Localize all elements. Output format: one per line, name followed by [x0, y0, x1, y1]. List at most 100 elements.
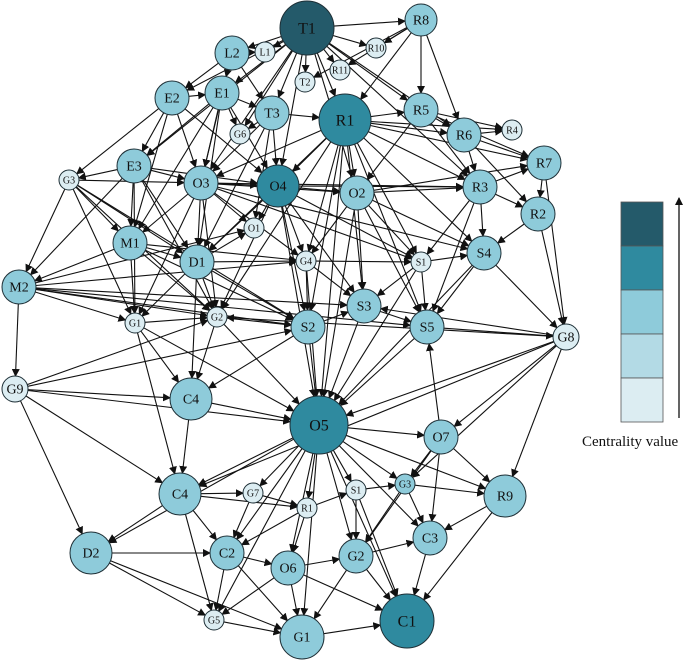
- node-label: S1: [416, 258, 427, 269]
- edge-O5-G5: [218, 450, 306, 613]
- edge-R1b-C2: [240, 512, 299, 546]
- node-label: T1: [298, 21, 316, 38]
- node-S2: S2: [290, 309, 326, 345]
- node-label: G1: [293, 631, 310, 646]
- edge-R2-S4: [496, 223, 525, 244]
- node-circle: [229, 123, 251, 145]
- edge-E3-G2a: [141, 180, 213, 310]
- edge-M2-G1: [35, 291, 127, 322]
- node-label: R10: [368, 44, 385, 55]
- node-R8: R8: [404, 3, 438, 37]
- edge-O5-C1: [330, 451, 397, 598]
- node-M2: M2: [1, 269, 37, 305]
- edge-O5-S1b: [332, 449, 352, 483]
- edge-E3-G3: [77, 169, 118, 181]
- node-circle: [296, 497, 318, 519]
- node-label: C2: [219, 547, 235, 562]
- edge-G2a-S2: [226, 317, 293, 329]
- edge-O4-O2: [298, 186, 342, 195]
- node-circle: [318, 93, 372, 147]
- node-R10: R10: [365, 37, 387, 59]
- edge-G3-M1: [75, 186, 119, 232]
- node-R1: R1: [318, 93, 372, 147]
- node-circle: [394, 473, 416, 495]
- node-circle: [209, 535, 245, 571]
- edge-R1-O5: [318, 145, 344, 398]
- node-T3: T3: [254, 95, 290, 131]
- node-circle: [279, 614, 325, 660]
- edge-O5-D2: [108, 438, 294, 544]
- node-R4: R4: [501, 119, 523, 141]
- node-label: R3: [472, 181, 488, 196]
- edge-R5-R6: [435, 118, 451, 128]
- node-label: R6: [456, 129, 472, 144]
- edge-G8-O7: [453, 344, 557, 428]
- edge-R1-G2a: [221, 141, 332, 310]
- edge-T3-G6: [247, 121, 259, 130]
- edge-G9-C4b: [25, 395, 164, 484]
- node-circle: [526, 145, 562, 181]
- edge-O4-S3: [289, 202, 355, 294]
- node-S4: S4: [466, 235, 502, 271]
- node-L2: L2: [214, 35, 250, 71]
- edge-T1-O4: [279, 54, 303, 167]
- node-circle: [365, 37, 387, 59]
- node-G2a: G2: [206, 306, 228, 328]
- node-G1b: G1: [279, 614, 325, 660]
- node-circle: [462, 169, 498, 205]
- edge-O2-S3: [357, 209, 367, 290]
- edge-O2-S1a: [368, 205, 415, 256]
- edge-R6-R3: [468, 151, 477, 172]
- node-R11: R11: [329, 59, 351, 81]
- edge-O3-O4: [217, 180, 258, 189]
- edge-O6-C1: [303, 574, 384, 611]
- edge-E3-O3: [150, 169, 186, 181]
- edge-O5-C2: [236, 448, 303, 541]
- node-circle: [552, 323, 580, 351]
- edge-S2-S3: [323, 310, 350, 322]
- edge-C2-O6: [243, 556, 273, 567]
- edge-S1b-G3b: [365, 482, 397, 491]
- edge-R1-S3: [347, 145, 366, 291]
- edge-G4-S2: [303, 270, 312, 311]
- node-D1: D1: [179, 244, 215, 280]
- node-label: O6: [279, 562, 296, 577]
- edge-R1-S5: [354, 143, 422, 313]
- edge-O4-D1: [208, 199, 264, 252]
- edge-G4-S3: [313, 266, 352, 297]
- node-circle: [345, 479, 367, 501]
- node-circle: [501, 119, 523, 141]
- edge-T1-R10: [332, 34, 368, 48]
- edge-E2-O3: [176, 113, 198, 168]
- node-label: D1: [188, 256, 205, 271]
- edge-S1a-O5: [333, 270, 417, 402]
- node-label: G4: [300, 257, 312, 268]
- node-M1: M1: [112, 225, 148, 261]
- node-circle: [483, 474, 527, 518]
- legend-swatch-level3: [620, 289, 664, 335]
- node-circle: [404, 3, 438, 37]
- node-G2b: G2: [338, 538, 374, 574]
- legend-caption: Centrality value: [582, 434, 679, 450]
- edge-C4b-C2: [192, 510, 218, 541]
- edge-E2-E3: [141, 112, 165, 153]
- edge-S4-G8: [495, 264, 558, 329]
- edge-M1-G4: [146, 244, 298, 264]
- node-R2: R2: [520, 196, 556, 232]
- node-circle: [1, 269, 37, 305]
- edge-O7-S5: [426, 342, 440, 421]
- node-label: L1: [259, 48, 270, 59]
- node-circle: [329, 59, 351, 81]
- node-O6: O6: [270, 550, 306, 586]
- node-R5: R5: [403, 92, 439, 128]
- node-O2: O2: [339, 175, 375, 211]
- node-circle: [169, 377, 213, 421]
- node-circle: [254, 95, 290, 131]
- node-label: G2: [211, 313, 223, 324]
- node-circle: [410, 251, 432, 273]
- edge-G4-S1a: [315, 257, 412, 266]
- edge-R6-R4: [480, 127, 504, 136]
- node-circle: [446, 117, 482, 153]
- node-circle: [242, 482, 264, 504]
- edge-G9-S2: [27, 328, 293, 387]
